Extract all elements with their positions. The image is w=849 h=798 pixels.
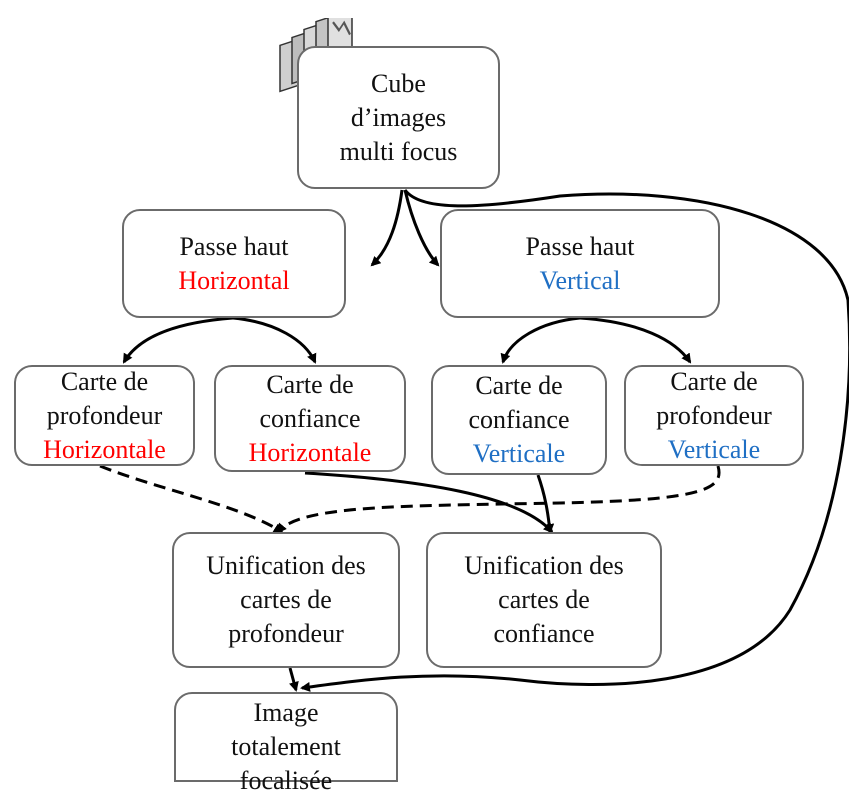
unif-prof-line-3: profondeur <box>228 619 344 648</box>
passe-haut-h-line-2: Horizontal <box>178 265 290 295</box>
diagram-edges <box>99 189 849 692</box>
edge-ph-h-to-carte-conf-h <box>232 316 317 364</box>
node-image-focalisee: Image totalement focalisée <box>174 692 398 795</box>
carte-prof-h-line-2: profondeur <box>46 400 163 430</box>
node-unification-confiance: Unification des cartes de confiance <box>426 532 662 668</box>
carte-prof-v-line-1: Carte de <box>670 366 758 396</box>
passe-haut-v-line-2: Vertical <box>539 265 621 295</box>
carte-conf-h-line-1: Carte de <box>266 369 354 399</box>
node-carte-profondeur-verticale: Carte de profondeur Verticale <box>624 365 804 466</box>
carte-prof-h-line-1: Carte de <box>60 366 149 396</box>
node-unification-profondeur: Unification des cartes de profondeur <box>172 532 400 668</box>
carte-conf-v-line-3: Verticale <box>472 439 566 468</box>
edge-unif-prof-to-image-final <box>288 667 299 692</box>
carte-conf-h-line-2: confiance <box>259 403 361 433</box>
cube-line-1: Cube <box>371 68 426 98</box>
carte-conf-v-line-1: Carte de <box>475 371 563 400</box>
unif-prof-line-2: cartes de <box>240 585 332 614</box>
node-passe-haut-vertical: Passe haut Vertical <box>440 209 720 318</box>
edge-carte-prof-v-to-unif-prof <box>276 465 721 534</box>
node-carte-profondeur-horizontale: Carte de profondeur Horizontale <box>14 365 195 466</box>
edge-carte-conf-h-to-unif-conf <box>304 471 554 534</box>
edge-ph-v-to-carte-conf-v <box>500 316 581 364</box>
image-final-line-1: Image <box>253 698 319 727</box>
carte-prof-v-line-2: profondeur <box>656 400 772 430</box>
node-cube-images: Cube d’images multi focus <box>297 46 500 189</box>
edge-carte-prof-h-to-unif-prof <box>99 464 284 534</box>
cube-line-3: multi focus <box>339 136 458 166</box>
carte-prof-v-line-3: Verticale <box>667 434 761 464</box>
edge-cube-to-image-final <box>300 189 849 692</box>
image-final-line-2: totalement <box>231 732 341 761</box>
edge-carte-conf-v-to-unif-conf <box>536 474 555 534</box>
carte-conf-v-line-2: confiance <box>468 405 570 434</box>
image-final-line-3: focalisée <box>239 766 333 795</box>
node-passe-haut-horizontal: Passe haut Horizontal <box>122 209 346 318</box>
passe-haut-v-line-1: Passe haut <box>525 231 635 261</box>
node-carte-confiance-verticale: Carte de confiance Verticale <box>431 365 607 475</box>
passe-haut-h-line-1: Passe haut <box>179 231 289 261</box>
unif-conf-line-3: confiance <box>493 619 595 648</box>
edge-cube-to-passe-haut-vertical <box>403 189 440 267</box>
cube-line-2: d’images <box>350 102 447 132</box>
edge-cube-to-passe-haut-horizontal <box>370 189 404 267</box>
unif-prof-line-1: Unification des <box>206 551 366 580</box>
edge-ph-v-to-carte-prof-v <box>579 316 692 364</box>
edge-ph-h-to-carte-prof-h <box>122 316 234 364</box>
node-carte-confiance-horizontale: Carte de confiance Horizontale <box>214 365 406 472</box>
carte-conf-h-line-3: Horizontale <box>248 437 372 467</box>
unif-conf-line-2: cartes de <box>498 585 590 614</box>
carte-prof-h-line-3: Horizontale <box>43 434 166 464</box>
unif-conf-line-1: Unification des <box>464 551 624 580</box>
